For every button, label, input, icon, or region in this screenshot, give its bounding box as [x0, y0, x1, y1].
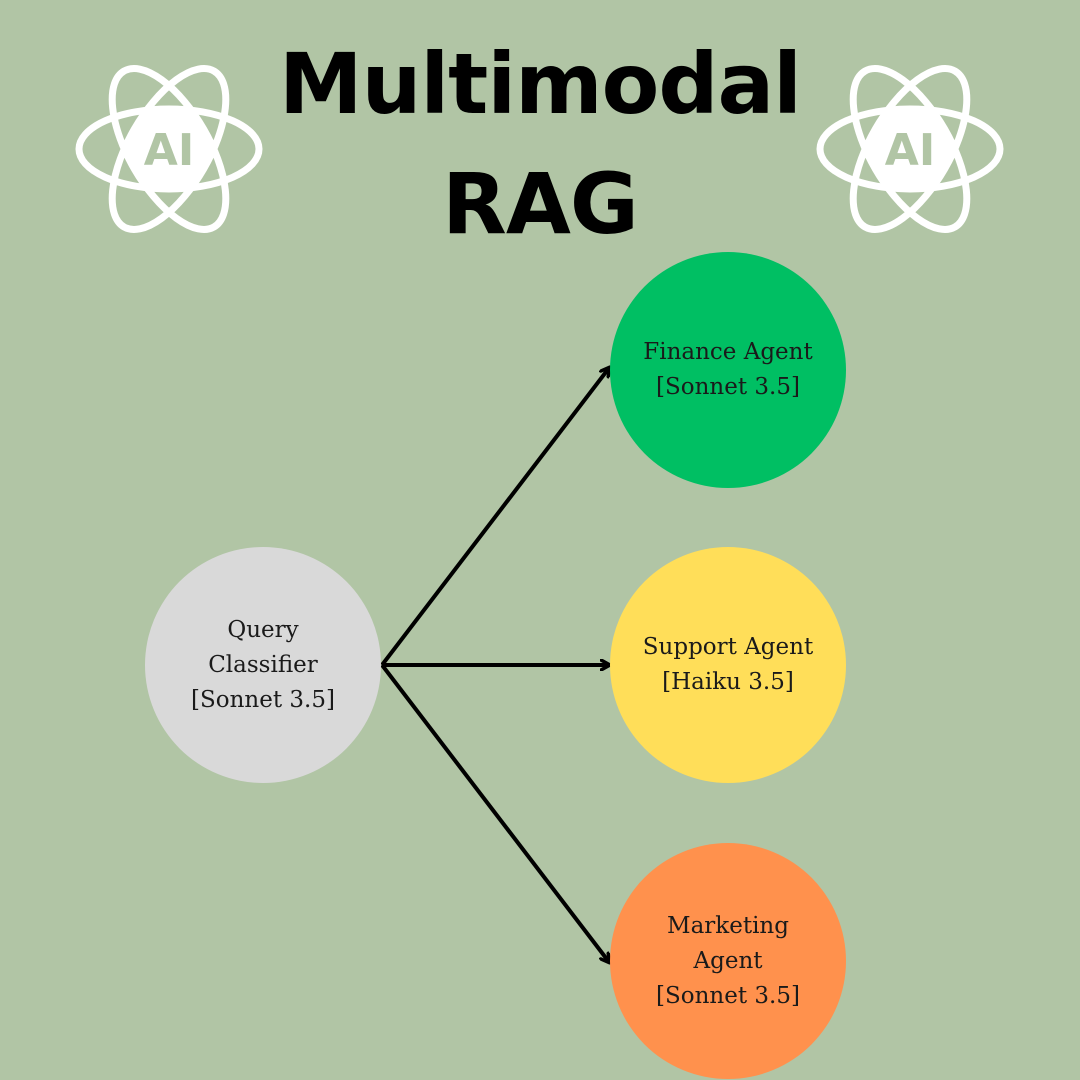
node-support-agent: Support Agent [Haiku 3.5] [610, 547, 846, 783]
node-query-classifier: Query Classifier [Sonnet 3.5] [145, 547, 381, 783]
node-finance-agent: Finance Agent [Sonnet 3.5] [610, 252, 846, 488]
node-label: Finance Agent [643, 339, 813, 365]
node-model: [Sonnet 3.5] [191, 686, 335, 713]
node-marketing-agent: Marketing Agent [Sonnet 3.5] [610, 843, 846, 1079]
ai-label: AI [885, 125, 935, 176]
node-label: Classifier [208, 651, 318, 678]
title-line-2: RAG [442, 155, 639, 253]
title-line-1: Multimodal [279, 35, 802, 133]
node-label: Query [227, 616, 299, 643]
edge-classifier-marketing [380, 663, 609, 962]
node-model: [Sonnet 3.5] [656, 374, 800, 400]
ai-label: AI [144, 125, 194, 176]
node-model: [Sonnet 3.5] [656, 982, 800, 1009]
node-label: Agent [693, 947, 763, 974]
ai-atom-icon: AI [816, 65, 1004, 233]
edge-classifier-finance [380, 368, 609, 667]
ai-atom-icon: AI [75, 65, 263, 233]
node-label: Marketing [667, 912, 789, 939]
node-label: Support Agent [642, 634, 814, 660]
node-model: [Haiku 3.5] [662, 669, 794, 695]
